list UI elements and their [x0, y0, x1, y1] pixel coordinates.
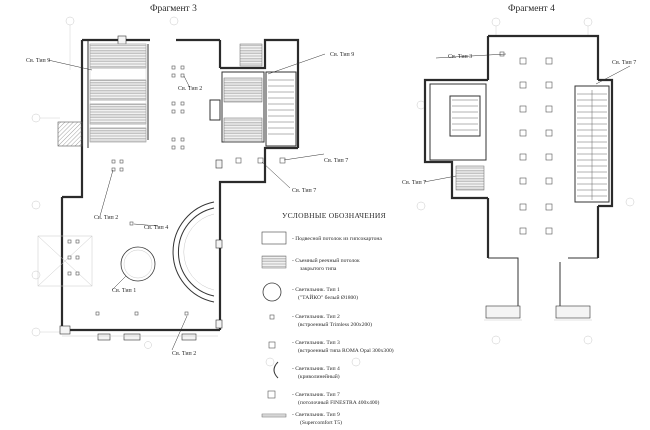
axis-grid-f4	[416, 17, 635, 345]
fragment-3: Фрагмент 3	[26, 4, 361, 367]
core-left-f4	[429, 83, 487, 191]
callout-f4-tip3: Св. Тип 3	[448, 54, 472, 60]
callout-tip9-left: Св. Тип 9	[26, 58, 50, 64]
service-core-f3	[221, 43, 297, 147]
legend-symbol-ceiling-rack	[261, 255, 287, 269]
legend-item-2-line-1: - Съемный реечный потолок	[292, 257, 360, 264]
legend-item-7-line-2: (потолочный FINESTRA 400x400)	[298, 399, 379, 406]
legend-symbol-ceiling-plain	[261, 231, 287, 245]
callout-tip7-b: Св. Тип 7	[292, 188, 316, 194]
legend-symbol-lamp-type7	[267, 390, 276, 399]
callout-f4-tip7-top: Св. Тип 7	[612, 60, 636, 66]
legend-symbol-lamp-type9	[261, 413, 287, 418]
legend-heading: УСЛОВНЫЕ ОБОЗНАЧЕНИЯ	[282, 211, 386, 220]
legend-item-8-line-1: - Светильник. Тип 9	[292, 412, 340, 418]
legend-item-8-line-2: (Supercomfort T5)	[300, 419, 342, 426]
shaft-hatched	[57, 121, 83, 147]
callout-tip2-top: Св. Тип 2	[178, 86, 202, 92]
legend-symbol-lamp-type3	[268, 341, 276, 349]
legend-symbol-lamp-type2	[269, 314, 275, 320]
facade-details-f3	[59, 325, 218, 341]
legend-item-2-line-2: закрытого типа	[300, 266, 337, 272]
fragment-4-title: Фрагмент 4	[508, 4, 555, 14]
legend-item-3-line-1: - Светильник. Тип 1	[292, 287, 340, 293]
stair-right-f4	[574, 85, 610, 203]
callout-tip1: Св. Тип 1	[112, 288, 136, 294]
callout-tip4: Св. Тип 4	[144, 225, 168, 231]
legend-item-4-line-2: (встроенный Trimless 200x200)	[298, 321, 372, 328]
legend-item-6-line-1: - Светильник. Тип 4	[292, 366, 340, 372]
legend-item-7-line-1: - Светильник. Тип 7	[292, 392, 340, 398]
rack-ceiling-left	[89, 43, 147, 143]
fragment-4: Фрагмент 4	[402, 4, 636, 345]
lamps-type7-f3	[235, 157, 286, 164]
callout-tip2-mid: Св. Тип 2	[94, 215, 118, 221]
legend: УСЛОВНЫЕ ОБОЗНАЧЕНИЯ - Подвесной потолок…	[261, 211, 394, 426]
callout-tip2-bottom: Св. Тип 2	[172, 351, 196, 357]
leaders-f3	[47, 53, 326, 351]
callout-tip9-right: Св. Тип 9	[330, 52, 354, 58]
legend-item-6-line-2: (криволинейный)	[298, 373, 340, 380]
legend-item-5-line-1: - Светильник. Тип 3	[292, 340, 340, 346]
curved-wall-type4	[172, 201, 215, 303]
legend-item-4-line-1: - Светильник. Тип 2	[292, 314, 340, 320]
legend-item-5-line-2: (встроенный типа ROMA Opal 300x300)	[298, 347, 394, 354]
legend-symbol-lamp-type4	[273, 361, 279, 379]
lamps-type7-f4	[499, 51, 553, 235]
leaders-f4	[423, 53, 631, 183]
entrance-zone	[37, 235, 93, 287]
legend-symbol-lamp-type1	[262, 282, 282, 302]
lamp-type1-taiko	[120, 246, 156, 282]
callout-f4-tip7-left: Св. Тип 7	[402, 180, 426, 186]
legend-item-1-line-1: - Подвесной потолок из гипсокартона	[292, 235, 382, 242]
walls-f4	[423, 34, 614, 321]
callout-tip7-a: Св. Тип 7	[324, 158, 348, 164]
legend-item-3-line-2: ("ТАЙКО" белый Ø1800)	[298, 293, 358, 301]
fragment-3-title: Фрагмент 3	[150, 4, 197, 14]
lamps-type2-f3	[67, 65, 189, 316]
